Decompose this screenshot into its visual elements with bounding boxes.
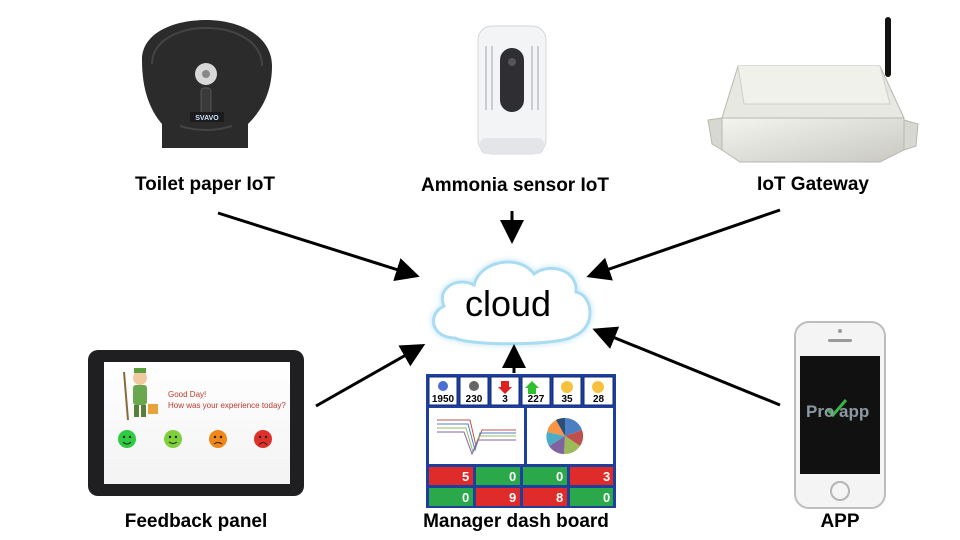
ammonia-sensor-label: Ammonia sensor IoT [421, 175, 609, 196]
iot-gateway-image [707, 17, 919, 163]
rating-faces [118, 430, 272, 448]
tile-value: 8 [556, 490, 564, 505]
cleaner-mascot-icon [123, 368, 158, 421]
manager-dashboard-label: Manager dash board [423, 511, 609, 532]
toilet-paper-label: Toilet paper IoT [134, 174, 276, 195]
tile-value: 0 [603, 490, 611, 505]
ammonia-sensor-image [477, 25, 547, 155]
smartphone-image [794, 321, 886, 509]
manager-dashboard-image [426, 374, 616, 508]
arrow-gateway-to-cloud [586, 208, 781, 281]
feedback-panel-label: Feedback panel [124, 511, 268, 532]
dashboard-pie-chart [546, 417, 584, 455]
tile-value: 0 [556, 469, 564, 484]
tile-value: 0 [462, 490, 470, 505]
tile-value: 0 [509, 469, 517, 484]
kpi-value: 35 [561, 394, 573, 405]
arrow-feedback-to-cloud [315, 344, 426, 408]
feedback-greeting: Good Day! [168, 390, 207, 399]
kpi-value: 227 [527, 394, 545, 405]
kpi-value: 230 [465, 394, 483, 405]
cloud-shape [432, 260, 592, 346]
feedback-question: How was your experience today? [168, 401, 286, 410]
kpi-value: 1950 [431, 394, 455, 405]
tile-value: 9 [509, 490, 517, 505]
kpi-value: 3 [502, 394, 508, 405]
toilet-paper-dispenser-image [142, 20, 272, 148]
toilet-paper-brand-text: SVAVO [195, 115, 219, 122]
tile-value: 3 [603, 469, 611, 484]
arrow-toilet-to-cloud [217, 211, 420, 282]
tile-value: 5 [462, 469, 470, 484]
iot-gateway-label: IoT Gateway [757, 174, 869, 195]
app-logo-text: Pro app [806, 402, 870, 421]
kpi-value: 28 [592, 394, 605, 405]
arrow-app-to-cloud [592, 326, 781, 407]
cloud-label: cloud [464, 283, 552, 324]
feedback-tablet-image [88, 350, 304, 496]
app-label: APP [820, 511, 860, 532]
